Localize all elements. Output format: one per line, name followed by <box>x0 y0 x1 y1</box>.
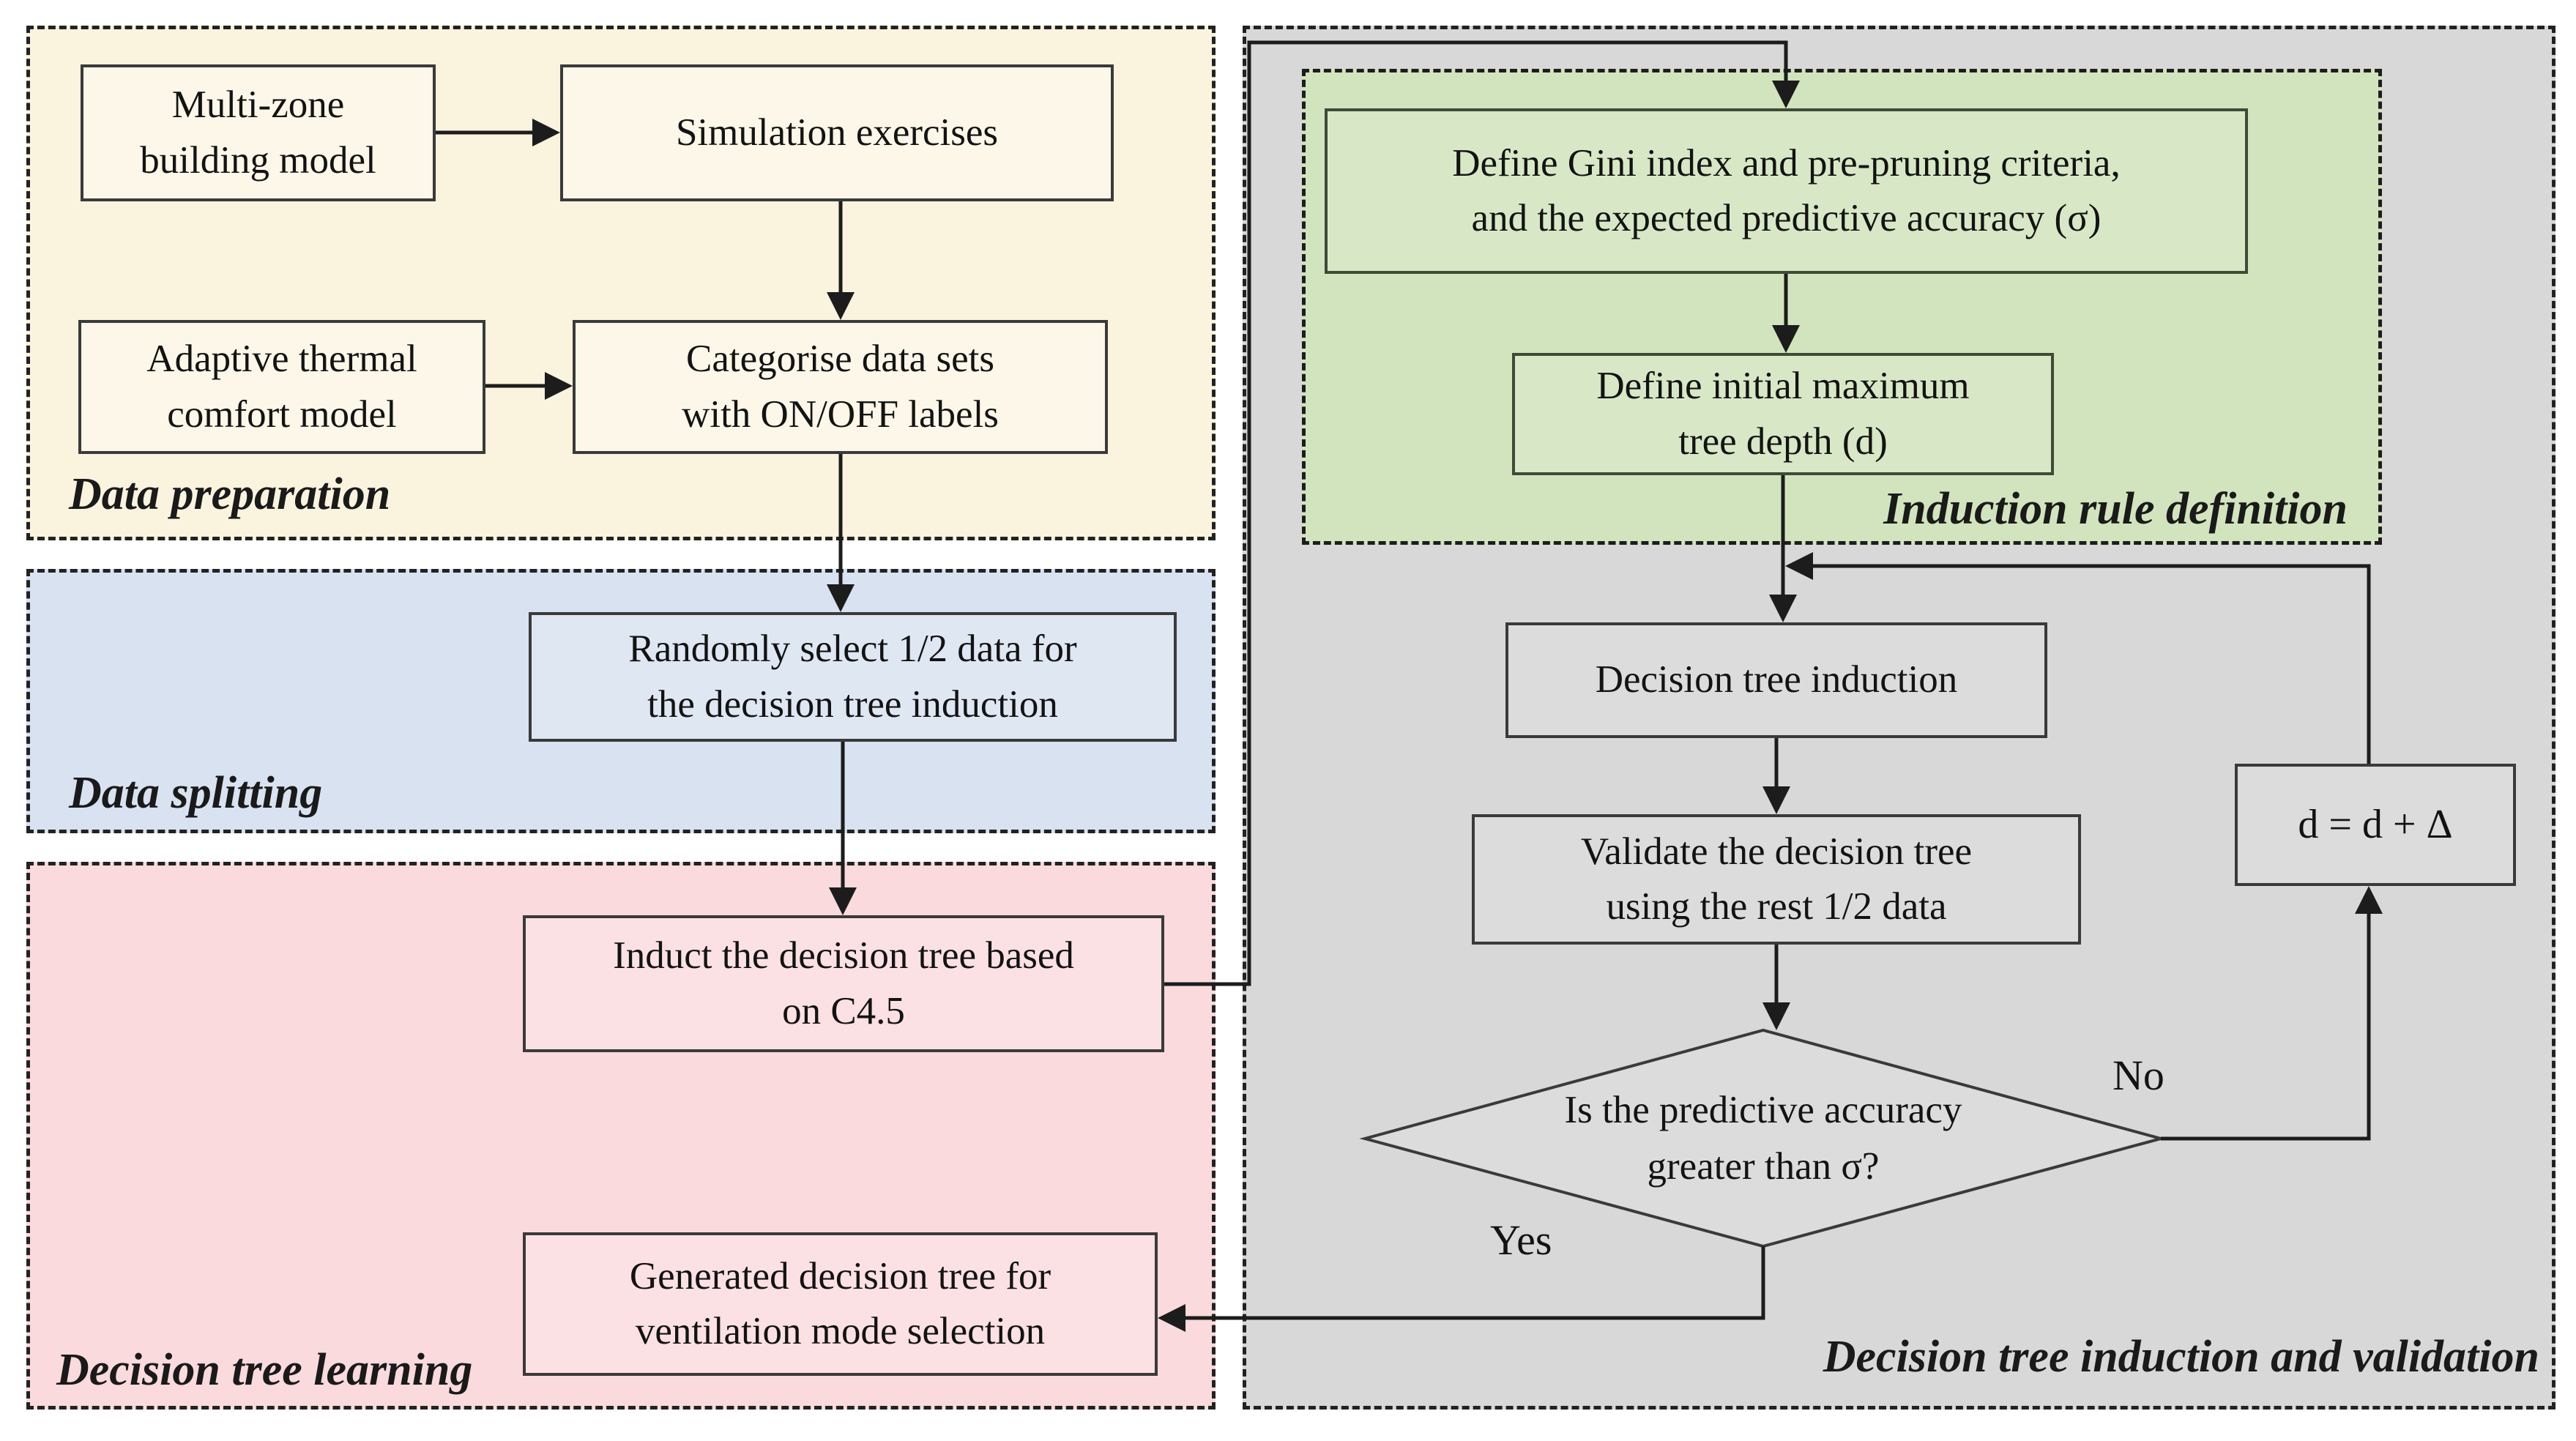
node-text-line: Randomly select 1/2 data for <box>628 628 1077 671</box>
edge-ddelta-junction-arrowhead <box>1785 552 1813 580</box>
edge-yes-generated-arrowhead <box>1158 1304 1185 1332</box>
node-multi-zone-building-model: Multi-zone building model <box>81 64 436 201</box>
node-text-line: Validate the decision tree <box>1580 830 1973 873</box>
region-label-data-preparation: Data preparation <box>69 469 391 519</box>
edge-simulation-categorise-arrowhead <box>827 292 855 320</box>
node-text-line: the decision tree induction <box>647 682 1058 726</box>
edge-validate-decision-arrowhead <box>1762 1002 1790 1030</box>
node-text-line: on C4.5 <box>782 989 905 1032</box>
edge-no-ddelta-arrowhead <box>2355 886 2383 914</box>
node-predictive-accuracy-decision: Is the predictive accuracy greater than … <box>1434 1058 2093 1219</box>
node-text-line: Simulation exercises <box>675 111 999 154</box>
edge-label-yes: Yes <box>1490 1216 1552 1264</box>
node-text-line: Define initial maximum <box>1596 365 1970 408</box>
node-text-line: Induct the decision tree based <box>613 934 1074 978</box>
node-define-initial-tree-depth: Define initial maximum tree depth (d) <box>1512 353 2054 475</box>
node-text-line: Multi-zone <box>171 83 345 127</box>
node-text-line: tree depth (d) <box>1678 420 1888 463</box>
node-text-line: with ON/OFF labels <box>682 392 999 436</box>
node-text-line: greater than σ? <box>1647 1145 1880 1188</box>
region-label-decision-tree-induction-validation: Decision tree induction and validation <box>1823 1332 2539 1382</box>
region-label-decision-tree-learning: Decision tree learning <box>56 1345 473 1395</box>
edge-c45-gini-arrowhead <box>1772 81 1800 108</box>
node-randomly-select-data: Randomly select 1/2 data for the decisio… <box>529 612 1177 742</box>
edge-c45-gini-line <box>1164 40 1788 986</box>
node-text-line: Categorise data sets <box>686 338 994 381</box>
node-simulation-exercises: Simulation exercises <box>560 64 1114 201</box>
edge-depth-induction-arrowhead <box>1769 595 1797 622</box>
node-generated-decision-tree: Generated decision tree for ventilation … <box>523 1232 1158 1376</box>
node-text-line: and the expected predictive accuracy (σ) <box>1471 197 2102 239</box>
node-text-line: comfort model <box>167 392 397 436</box>
edge-multizone-simulation-arrowhead <box>532 119 560 146</box>
node-validate-decision-tree: Validate the decision tree using the res… <box>1472 814 2081 945</box>
node-induct-decision-tree-c45: Induct the decision tree based on C4.5 <box>523 915 1164 1052</box>
region-label-data-splitting: Data splitting <box>69 768 323 818</box>
node-text-line: d = d + Δ <box>2298 801 2453 847</box>
region-label-induction-rule-definition: Induction rule definition <box>1883 484 2348 534</box>
node-decision-tree-induction: Decision tree induction <box>1505 622 2047 738</box>
node-text-line: ventilation mode selection <box>635 1310 1046 1352</box>
edge-yes-generated-line <box>1165 1246 1765 1320</box>
node-text-line: building model <box>140 138 376 182</box>
edge-adaptive-categorise-arrowhead <box>545 372 573 400</box>
edge-gini-depth-arrowhead <box>1772 325 1800 353</box>
node-d-equals-d-plus-delta: d = d + Δ <box>2235 764 2516 886</box>
node-text-line: Decision tree induction <box>1595 658 1958 701</box>
node-text-line: Is the predictive accuracy <box>1564 1089 1962 1132</box>
edge-randomly-c45-arrowhead <box>829 887 857 915</box>
node-text-line: Adaptive thermal <box>146 338 417 381</box>
edge-label-no: No <box>2112 1051 2164 1099</box>
edge-no-ddelta-line <box>2161 893 2371 1141</box>
node-text-line: Define Gini index and pre-pruning criter… <box>1452 141 2121 185</box>
node-text-line: using the rest 1/2 data <box>1606 885 1947 928</box>
edge-induction-validate-arrowhead <box>1762 786 1790 814</box>
node-text-line: Generated decision tree for <box>629 1254 1051 1297</box>
node-define-gini-index: Define Gini index and pre-pruning criter… <box>1325 108 2248 274</box>
edge-ddelta-junction-line <box>1793 564 2371 764</box>
node-adaptive-thermal-comfort-model: Adaptive thermal comfort model <box>78 320 485 454</box>
edge-categorise-randomly-arrowhead <box>827 584 855 612</box>
node-categorise-data-sets: Categorise data sets with ON/OFF labels <box>573 320 1108 454</box>
